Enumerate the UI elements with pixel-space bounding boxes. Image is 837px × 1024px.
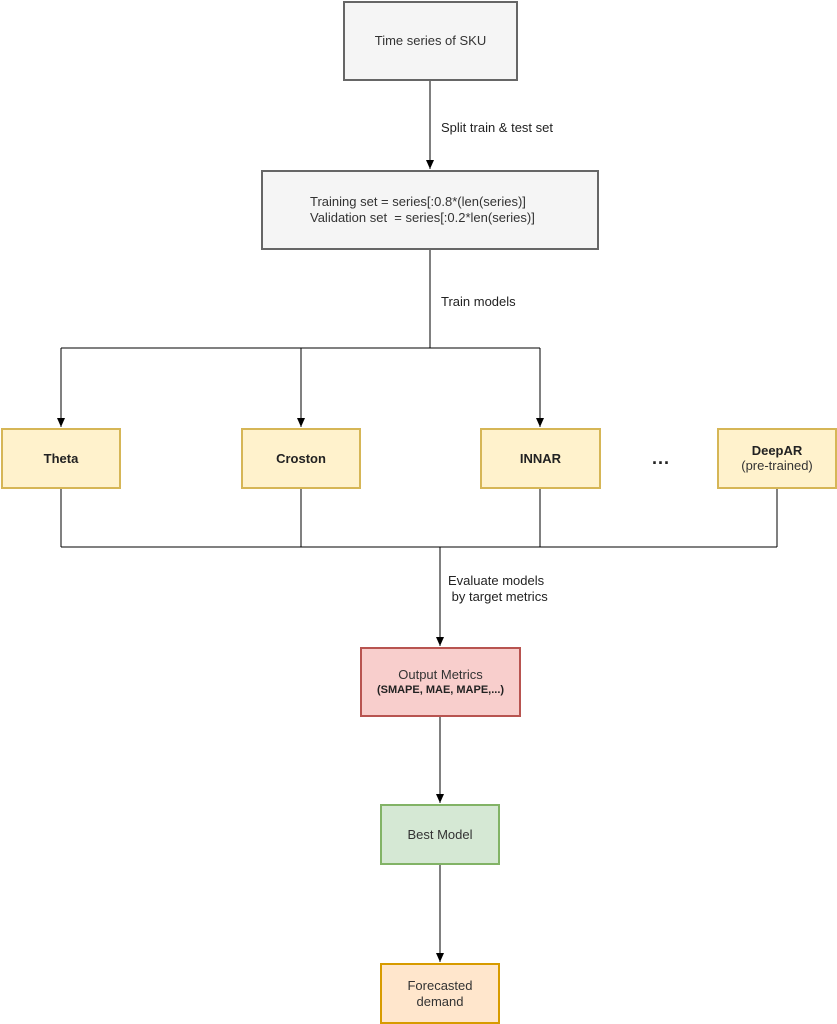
forecast-label: Forecasted demand (407, 977, 473, 1009)
best-model-node: Best Model (380, 804, 500, 865)
innar-node: INNAR (480, 428, 601, 489)
validation-set-label: Validation set = series[:0.2*len(series)… (310, 210, 535, 225)
innar-label: INNAR (519, 451, 562, 466)
output-metrics-node: Output Metrics (SMAPE, MAE, MAPE,...) (360, 647, 521, 717)
split-edge-label: Split train & test set (441, 120, 553, 136)
croston-label: Croston (276, 451, 326, 466)
output-metrics-label: Output Metrics (398, 667, 483, 682)
train-edge-label: Train models (441, 294, 516, 310)
deepar-label: DeepAR (751, 443, 803, 458)
deepar-node: DeepAR (pre-trained) (717, 428, 837, 489)
theta-label: Theta (43, 451, 79, 466)
split-node: Training set = series[:0.8*(len(series)]… (261, 170, 599, 250)
croston-node: Croston (241, 428, 361, 489)
output-metrics-sublabel: (SMAPE, MAE, MAPE,...) (376, 684, 505, 696)
forecast-node: Forecasted demand (380, 963, 500, 1024)
theta-node: Theta (1, 428, 121, 489)
evaluate-edge-label: Evaluate models by target metrics (448, 573, 548, 605)
deepar-sublabel: (pre-trained) (741, 458, 813, 473)
source-label: Time series of SKU (374, 33, 487, 48)
training-set-label: Training set = series[:0.8*(len(series)] (310, 194, 526, 209)
best-model-label: Best Model (407, 826, 473, 842)
more-models-ellipsis: ... (652, 448, 671, 468)
source-node: Time series of SKU (343, 1, 518, 81)
